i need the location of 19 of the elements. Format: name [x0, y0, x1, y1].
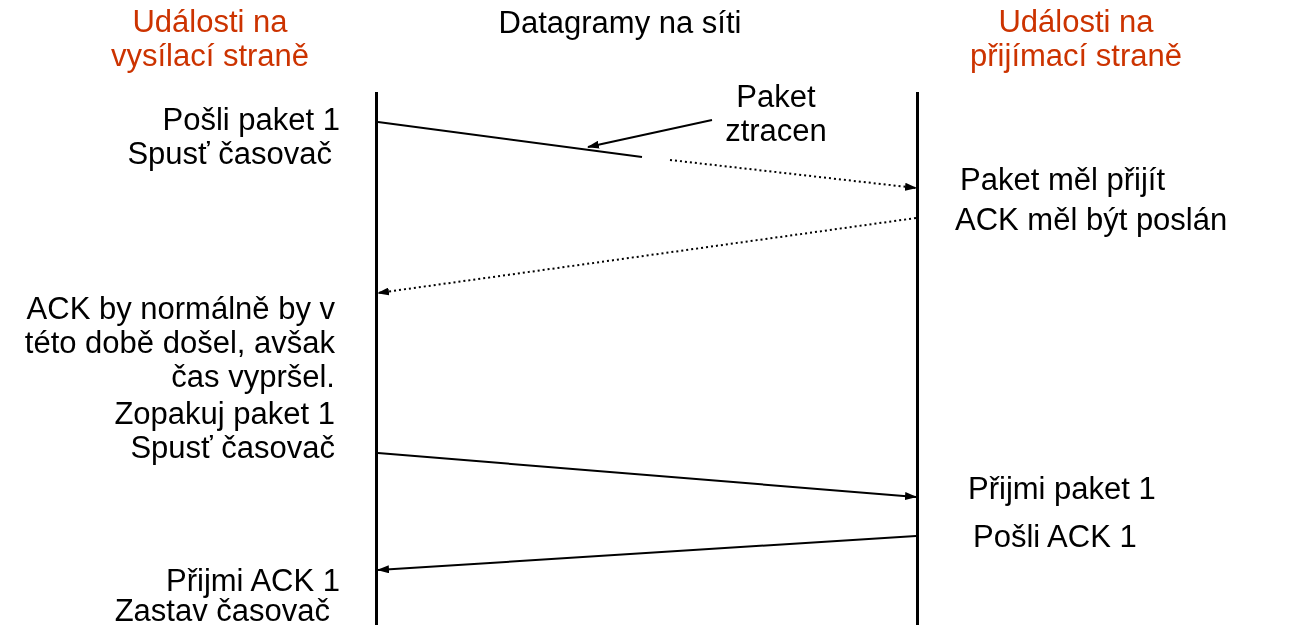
event-text: Přijmi paket 1	[968, 472, 1157, 506]
event-text: Pošli paket 1	[161, 103, 340, 137]
lifeline-heading: Události na přijímací straně	[969, 5, 1183, 73]
column-heading: Datagramy na síti	[497, 6, 743, 40]
event-text: Zopakuj paket 1	[113, 397, 335, 431]
event-text: Přijmi ACK 1	[165, 564, 340, 598]
annotation-text: Paket ztracen	[724, 80, 828, 148]
message-arrow	[377, 217, 917, 296]
message-arrow	[377, 535, 917, 574]
event-text: ACK by normálně by v této době došel, avšak čas vypršel.	[23, 292, 335, 394]
message-arrow	[669, 159, 917, 191]
event-text: Pošli ACK 1	[973, 520, 1138, 554]
lifeline-heading: Události na vysílací straně	[109, 5, 311, 73]
leader-arrow	[587, 119, 713, 149]
message-arrow	[377, 452, 917, 501]
event-text: ACK měl být poslán	[955, 203, 1229, 237]
event-text: Spusť časovač	[130, 431, 335, 465]
event-text: Paket měl přijít	[960, 163, 1166, 197]
event-text: Spusť časovač	[126, 137, 332, 171]
